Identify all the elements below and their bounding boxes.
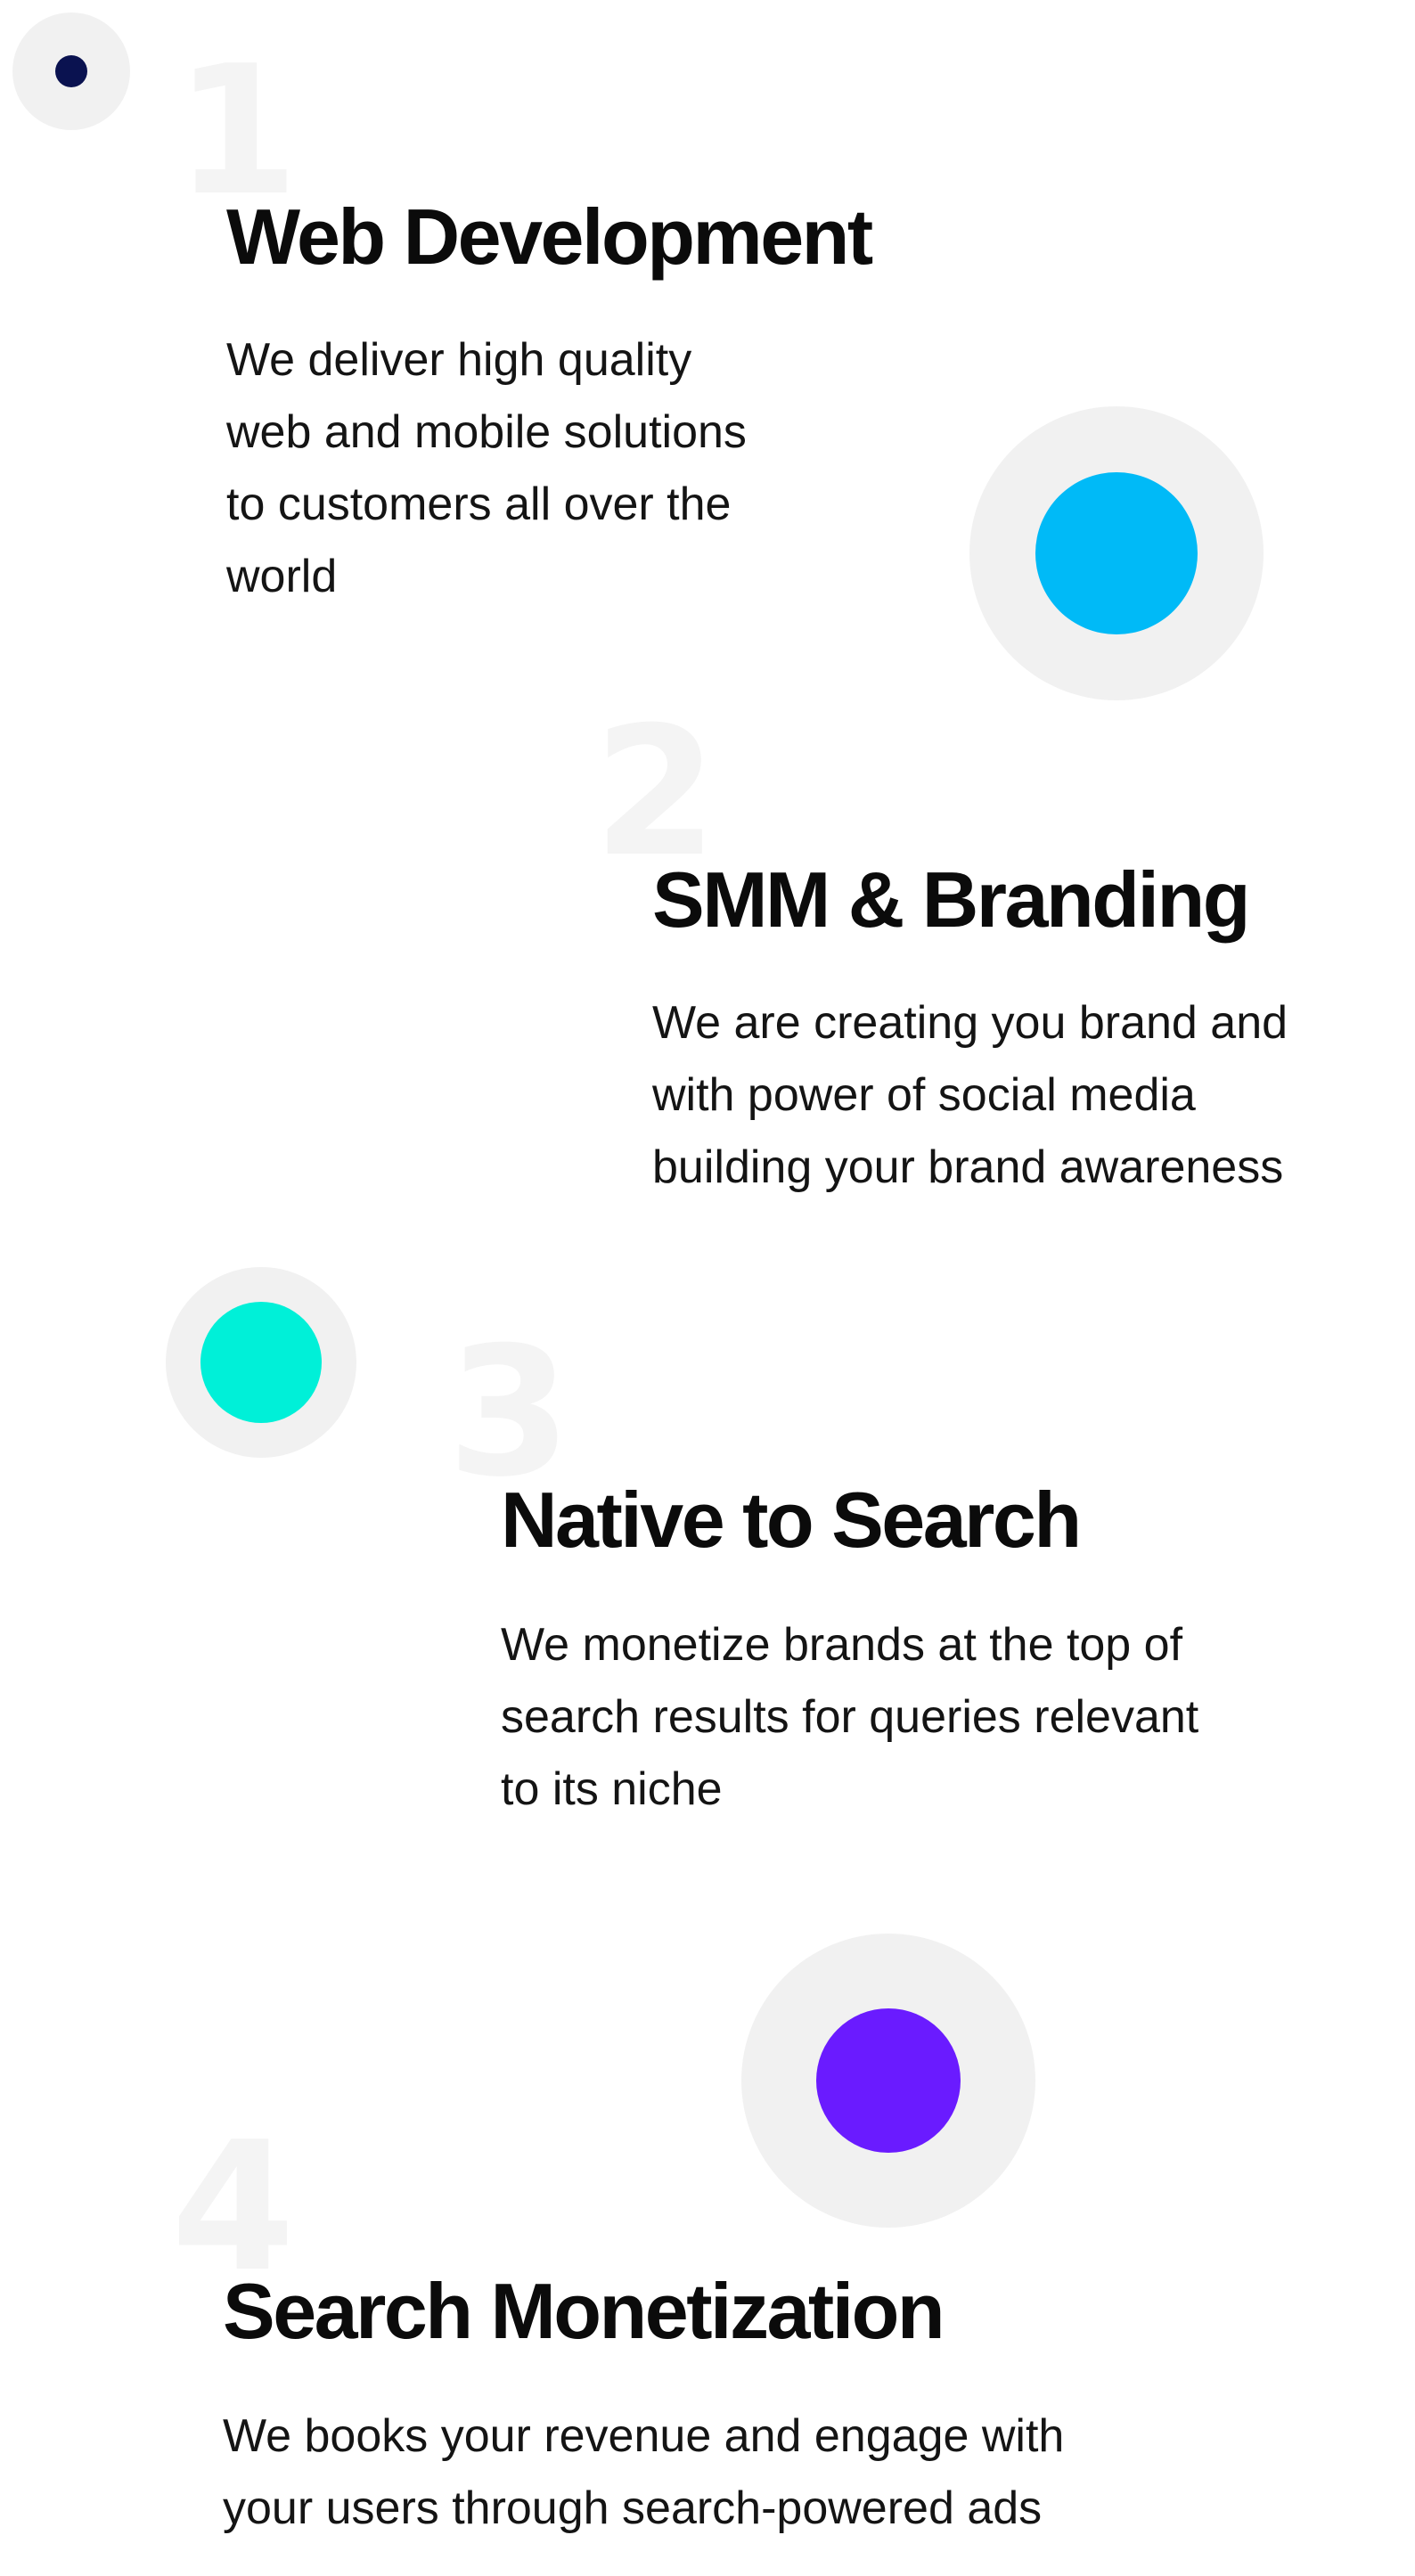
service-3-dot-icon	[200, 1302, 322, 1423]
service-4-title: Search Monetization	[223, 2267, 945, 2355]
service-4-description: We books your revenue and engage with yo…	[223, 2410, 1065, 2534]
service-3-ring	[166, 1267, 356, 1458]
service-2-number: 2	[593, 689, 718, 896]
service-2-description: We are creating you brand and with power…	[652, 997, 1288, 1193]
service-1-title: Web Development	[226, 192, 873, 281]
service-1-ring	[12, 12, 130, 130]
service-4-dot-icon	[816, 2008, 961, 2153]
service-1-dot-icon	[55, 55, 87, 87]
service-4-number: 4	[171, 2104, 296, 2311]
service-1-number: 1	[175, 28, 299, 235]
service-1-description: We deliver high quality web and mobile s…	[226, 334, 747, 602]
service-2-title: SMM & Branding	[652, 855, 1250, 944]
service-3-number: 3	[447, 1309, 572, 1517]
service-2-ring	[969, 406, 1264, 700]
service-4-ring	[741, 1934, 1035, 2228]
service-3-description: We monetize brands at the top of search …	[501, 1619, 1199, 1815]
service-3-title: Native to Search	[501, 1476, 1082, 1564]
service-2-dot-icon	[1035, 472, 1198, 634]
